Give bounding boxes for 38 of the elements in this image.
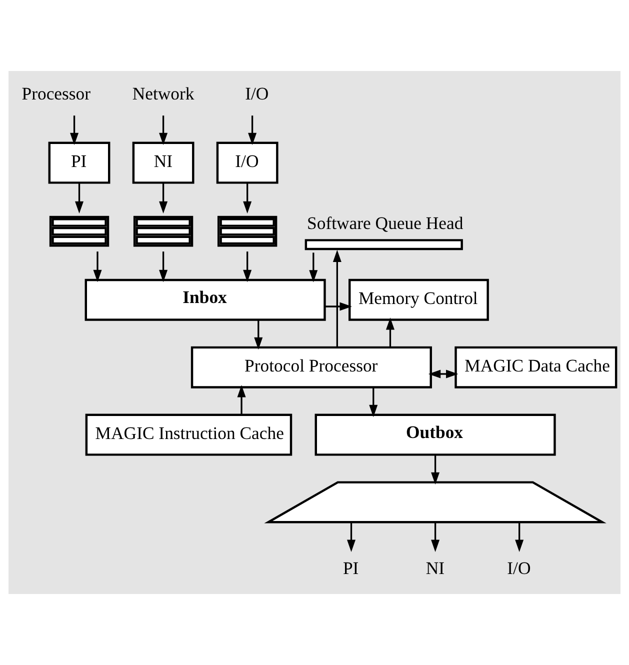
node-text: NI bbox=[426, 558, 445, 578]
node-box: NI bbox=[132, 142, 194, 184]
arrow bbox=[347, 522, 356, 552]
arrow bbox=[324, 302, 352, 311]
node-box: Protocol Processor bbox=[190, 346, 432, 388]
arrow bbox=[248, 116, 257, 146]
arrow bbox=[431, 522, 440, 552]
arrow bbox=[515, 522, 524, 552]
node-box: Memory Control bbox=[348, 278, 489, 321]
node-box: PI bbox=[48, 142, 110, 184]
arrow bbox=[159, 182, 168, 214]
node-label: Software Queue Head bbox=[307, 212, 464, 233]
node-trapezoid bbox=[264, 481, 606, 524]
node-text: Processor bbox=[22, 84, 91, 104]
arrow bbox=[93, 252, 102, 282]
node-box: MAGIC Instruction Cache bbox=[85, 414, 292, 456]
node-text: I/O bbox=[245, 84, 269, 104]
arrow bbox=[70, 116, 79, 146]
arrow bbox=[237, 385, 246, 415]
node-box: I/O bbox=[216, 142, 278, 184]
node-box: MAGIC Data Cache bbox=[454, 346, 618, 388]
node-box: Outbox bbox=[314, 414, 556, 456]
node-text: I/O bbox=[507, 558, 531, 578]
arrow bbox=[243, 182, 252, 214]
arrow bbox=[369, 388, 378, 418]
node-text: PI bbox=[342, 558, 359, 578]
node-text: Network bbox=[132, 84, 194, 104]
arrow bbox=[431, 455, 440, 485]
arrow bbox=[428, 370, 458, 378]
arrow bbox=[243, 252, 252, 282]
arrow bbox=[332, 250, 342, 348]
arrow bbox=[309, 252, 318, 282]
arrow bbox=[159, 116, 168, 146]
arrow bbox=[75, 182, 84, 214]
arrow bbox=[386, 318, 394, 348]
arrow bbox=[159, 252, 168, 282]
node-box: Inbox bbox=[84, 278, 326, 321]
arrow bbox=[254, 320, 263, 350]
